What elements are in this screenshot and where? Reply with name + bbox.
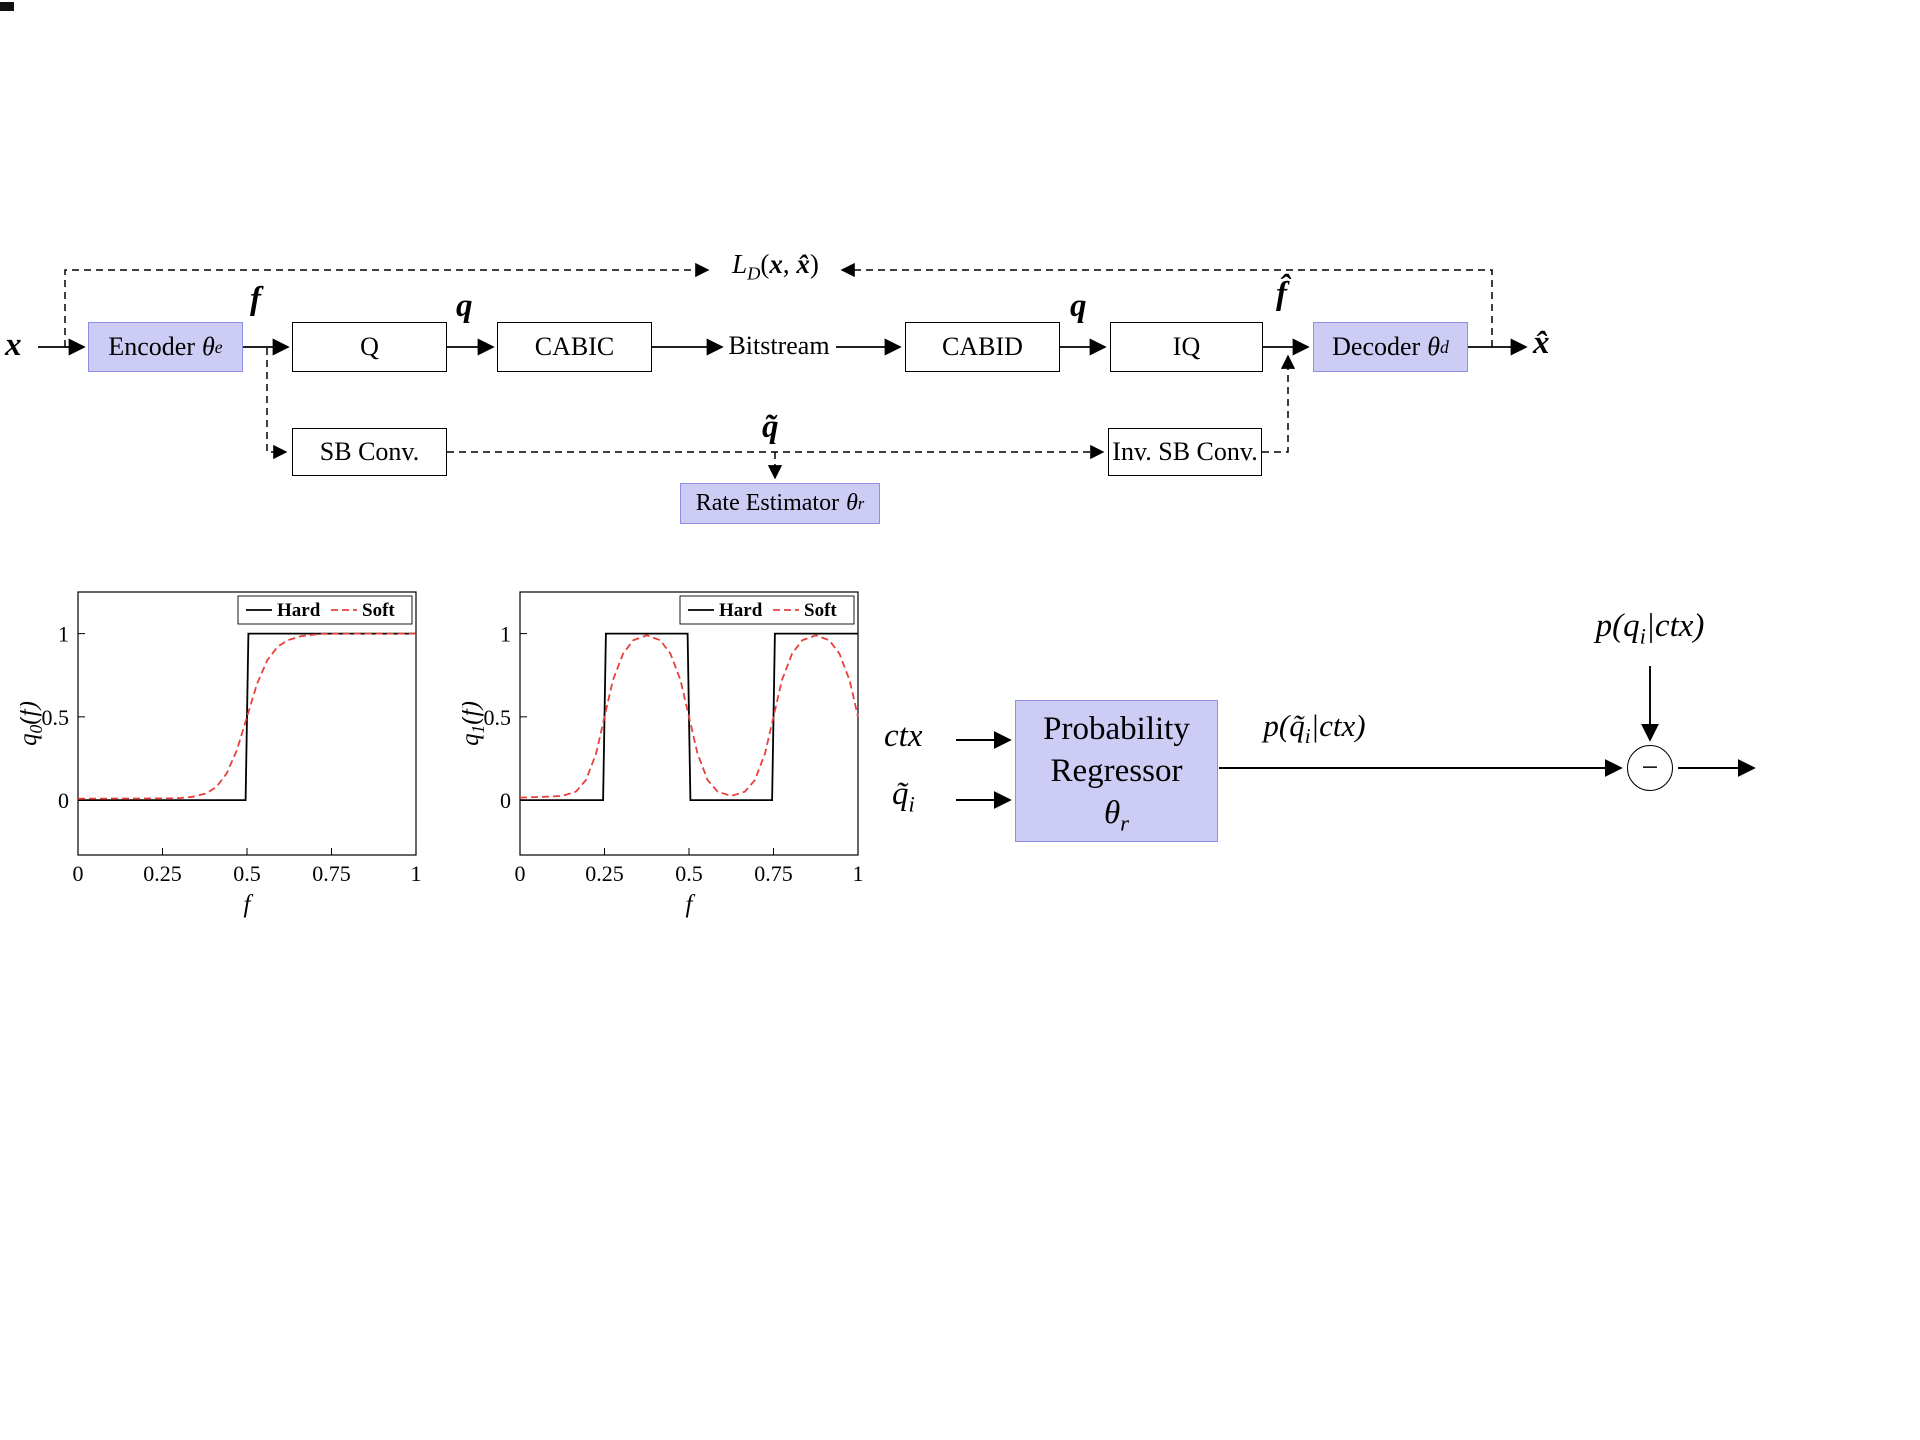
cabic-block: CABIC bbox=[497, 322, 652, 372]
ctx-label: ctx bbox=[884, 718, 923, 754]
quantizer-block: Q bbox=[292, 322, 447, 372]
x-tick-label: 1 bbox=[411, 861, 422, 886]
x-tick-label: 0 bbox=[515, 861, 526, 886]
sb-conv-label: SB Conv. bbox=[319, 437, 420, 466]
legend-box bbox=[237, 595, 413, 625]
iq-label: IQ bbox=[1172, 332, 1201, 361]
x-tick-label: 0 bbox=[73, 861, 84, 886]
prob-regressor-line1: Probability bbox=[1043, 710, 1190, 747]
iq-block: IQ bbox=[1110, 322, 1263, 372]
p-qi-ctx-label: p(qi|ctx) bbox=[1595, 608, 1705, 649]
x-tick-label: 1 bbox=[853, 861, 864, 886]
y-tick-label: 1 bbox=[500, 622, 511, 647]
output-xhat-label: x̂ bbox=[1533, 325, 1550, 361]
x-tick-label: 0.5 bbox=[233, 861, 261, 886]
prob-regressor-line2: Regressor bbox=[1050, 752, 1183, 789]
inv-sb-conv-block: Inv. SB Conv. bbox=[1108, 428, 1262, 476]
encoder-theta: θ bbox=[202, 332, 215, 361]
loss-label: LD(x, x̂) bbox=[732, 249, 819, 284]
loss-xhat: x̂ bbox=[796, 249, 810, 279]
f-label: f bbox=[250, 281, 261, 317]
prob-regressor-theta: θr bbox=[1104, 795, 1129, 836]
x-tick-label: 0.75 bbox=[312, 861, 351, 886]
rate-estimator-label: Rate Estimator bbox=[695, 490, 840, 516]
series-soft-line bbox=[519, 634, 859, 799]
y-tick-label: 0 bbox=[500, 788, 511, 813]
loss-x: x bbox=[769, 249, 783, 279]
cabid-label: CABID bbox=[942, 332, 1023, 361]
legend-label-soft: Soft bbox=[804, 600, 837, 621]
series-soft-line bbox=[77, 632, 416, 800]
x-tick-label: 0.25 bbox=[143, 861, 182, 886]
q-label-left: q bbox=[456, 288, 473, 324]
dashed-invsbconv-to-fhat bbox=[1262, 354, 1296, 453]
input-x-text: x bbox=[5, 327, 22, 363]
minus-node: − bbox=[1627, 745, 1673, 791]
p-qtilde-ctx-label: p(q̃i|ctx) bbox=[1263, 708, 1366, 749]
q-tilde-label: q̃ bbox=[762, 409, 779, 445]
rate-estimator-theta: θ bbox=[846, 490, 858, 516]
legend-label-hard: Hard bbox=[277, 600, 321, 621]
x-tick-label: 0.5 bbox=[675, 861, 703, 886]
x-tick-label: 0.25 bbox=[585, 861, 624, 886]
plot-q1: 0 0.25 0.5 0.75 1 0 0.5 1 f q1(f) Hard Soft bbox=[462, 591, 864, 918]
probability-regressor-block: Probability Regressor θr bbox=[1015, 700, 1218, 842]
quantizer-label: Q bbox=[360, 332, 379, 361]
y-tick-label: 1 bbox=[58, 622, 69, 647]
y-tick-label: 0.5 bbox=[42, 705, 70, 730]
inv-sb-conv-label: Inv. SB Conv. bbox=[1112, 437, 1258, 466]
y-tick-label: 0.5 bbox=[484, 705, 512, 730]
loss-sub-D: D bbox=[747, 263, 761, 284]
encoder-label: Encoder bbox=[108, 332, 195, 361]
sb-conv-block: SB Conv. bbox=[292, 428, 447, 476]
q-label-right: q bbox=[1070, 288, 1087, 324]
dashed-f-to-sbconv bbox=[266, 348, 288, 460]
y-axis-label: q1(f) bbox=[462, 701, 488, 746]
legend-label-soft: Soft bbox=[362, 600, 395, 621]
bitstream-label: Bitstream bbox=[728, 331, 830, 360]
series-hard-line bbox=[78, 632, 416, 801]
loss-L: L bbox=[732, 249, 748, 279]
cabid-block: CABID bbox=[905, 322, 1060, 372]
decoder-theta: θ bbox=[1427, 332, 1440, 361]
corner-artifact bbox=[0, 2, 14, 11]
minus-sign: − bbox=[1641, 751, 1659, 784]
x-tick-label: 0.75 bbox=[754, 861, 793, 886]
y-axis-label: q0(f) bbox=[20, 701, 46, 746]
f-hat-label: f̂ bbox=[1276, 276, 1287, 312]
x-axis-label: f bbox=[244, 891, 254, 918]
decoder-label: Decoder bbox=[1332, 332, 1421, 361]
y-tick-label: 0 bbox=[58, 788, 69, 813]
q-tilde-i-label: q̃i bbox=[892, 776, 915, 817]
input-x-label: x bbox=[5, 327, 22, 364]
plot-q0: 0 0.25 0.5 0.75 1 0 0.5 1 f q0(f) Hard Soft bbox=[20, 591, 422, 918]
cabic-label: CABIC bbox=[534, 332, 615, 361]
legend-label-hard: Hard bbox=[719, 600, 763, 621]
x-axis-label: f bbox=[686, 891, 696, 918]
